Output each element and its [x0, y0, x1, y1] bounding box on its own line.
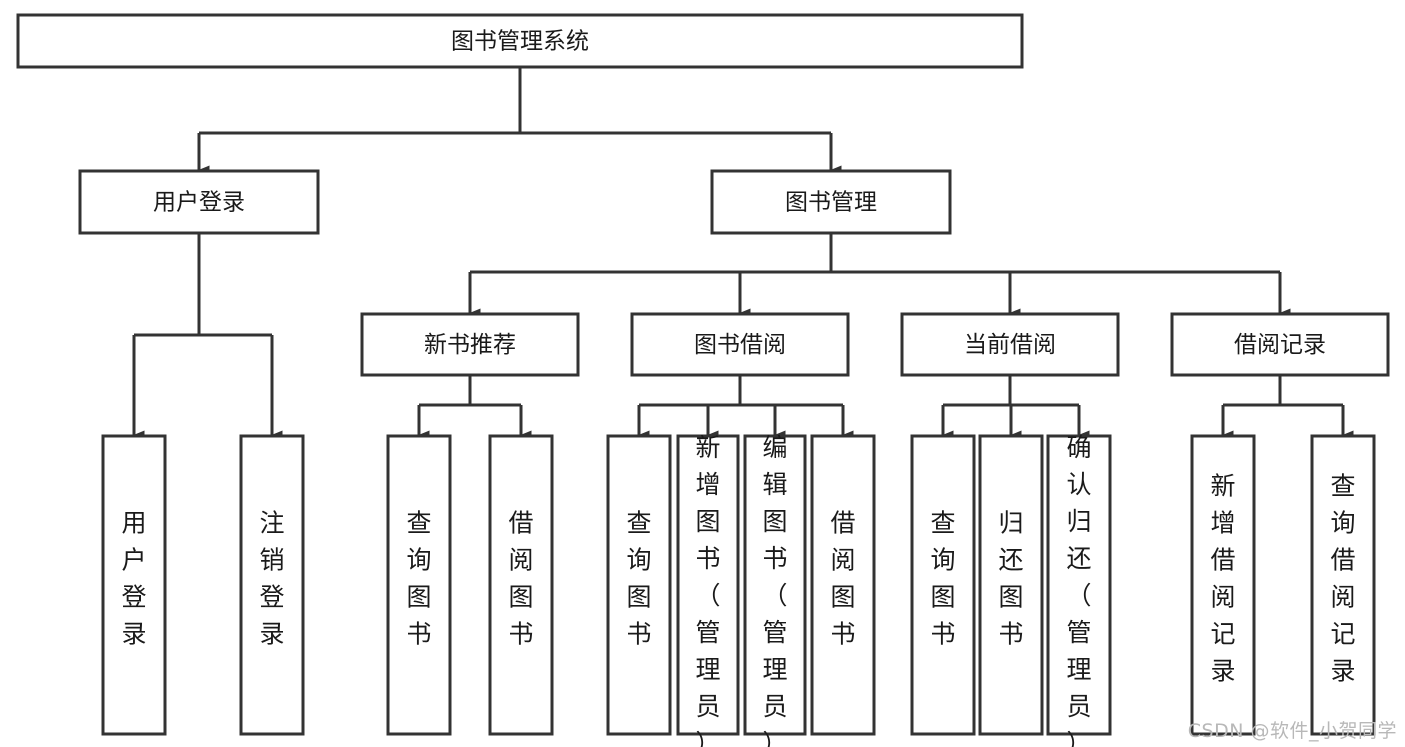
node-leaf-q-book-3[interactable]: 查询图书	[910, 434, 976, 736]
node-label-vertical: 查询图书	[626, 509, 651, 649]
node-leaf-query-log[interactable]: 查询借阅记录	[1310, 434, 1376, 736]
node-box	[386, 434, 452, 736]
node-box	[1190, 434, 1256, 736]
node-user-login[interactable]: 用户登录	[78, 169, 320, 235]
node-box	[810, 434, 876, 736]
edge-group-root	[197, 67, 842, 175]
node-box	[1310, 434, 1376, 736]
node-root[interactable]: 图书管理系统	[16, 13, 1024, 69]
edge-group-cur_borrow	[941, 375, 1090, 440]
node-leaf-borrow-book-2[interactable]: 借阅图书	[810, 434, 876, 736]
node-leaf-confirm-ret[interactable]: 确认归还（管理员）	[1046, 433, 1112, 747]
node-leaf-edit-book[interactable]: 编辑图书（管理员）	[743, 433, 807, 747]
node-book-borrow[interactable]: 图书借阅	[630, 312, 850, 377]
node-box	[360, 312, 580, 377]
node-box	[910, 434, 976, 736]
edge-layer	[132, 67, 1354, 440]
node-label-vertical: 借阅图书	[830, 509, 855, 649]
node-label-vertical: 查询图书	[406, 509, 431, 649]
node-label: 图书借阅	[694, 332, 786, 358]
edge-group-book_manage	[468, 233, 1291, 318]
node-label-vertical: 用户登录	[121, 509, 146, 649]
node-label: 借阅记录	[1234, 332, 1326, 358]
node-leaf-user-login[interactable]: 用户登录	[101, 434, 167, 736]
node-box	[78, 169, 320, 235]
node-label: 用户登录	[153, 190, 245, 216]
node-cur-borrow[interactable]: 当前借阅	[900, 312, 1120, 377]
node-box	[101, 434, 167, 736]
node-label-vertical: 查询图书	[930, 509, 955, 649]
node-label: 新书推荐	[424, 332, 516, 358]
node-label-vertical: 归还图书	[998, 509, 1023, 649]
edge-group-new_book_rec	[417, 375, 532, 440]
node-box	[1170, 312, 1390, 377]
node-label-vertical: 查询借阅记录	[1330, 472, 1355, 686]
node-leaf-add-log[interactable]: 新增借阅记录	[1190, 434, 1256, 736]
edge-group-user_login	[132, 233, 283, 440]
node-box	[630, 312, 850, 377]
node-box	[978, 434, 1044, 736]
node-label-vertical: 注销登录	[259, 509, 284, 649]
node-leaf-user-logout[interactable]: 注销登录	[239, 434, 305, 736]
node-leaf-add-book[interactable]: 新增图书（管理员）	[676, 433, 740, 747]
node-box	[16, 13, 1024, 69]
node-leaf-return-book[interactable]: 归还图书	[978, 434, 1044, 736]
node-borrow-log[interactable]: 借阅记录	[1170, 312, 1390, 377]
node-leaf-borrow-book-1[interactable]: 借阅图书	[488, 434, 554, 736]
node-new-book-rec[interactable]: 新书推荐	[360, 312, 580, 377]
edge-group-borrow_log	[1221, 375, 1354, 440]
node-box	[488, 434, 554, 736]
node-label: 图书管理	[785, 190, 877, 216]
node-leaf-q-book-2[interactable]: 查询图书	[606, 434, 672, 736]
node-box	[900, 312, 1120, 377]
node-label-vertical: 确认归还（管理员）	[1066, 433, 1091, 747]
node-book-manage[interactable]: 图书管理	[710, 169, 952, 235]
node-label-vertical: 新增图书（管理员）	[695, 433, 720, 747]
node-label: 当前借阅	[964, 332, 1056, 358]
edge-group-book_borrow	[637, 375, 854, 440]
node-box	[710, 169, 952, 235]
node-label-vertical: 编辑图书（管理员）	[762, 433, 787, 747]
node-layer: 图书管理系统用户登录图书管理新书推荐图书借阅当前借阅借阅记录用户登录注销登录查询…	[16, 13, 1390, 747]
node-label-vertical: 借阅图书	[508, 509, 533, 649]
node-label-vertical: 新增借阅记录	[1210, 472, 1235, 686]
node-label: 图书管理系统	[451, 29, 589, 55]
node-box	[1046, 434, 1112, 736]
node-box	[676, 434, 740, 736]
node-leaf-q-book-1[interactable]: 查询图书	[386, 434, 452, 736]
node-box	[606, 434, 672, 736]
node-box	[239, 434, 305, 736]
node-box	[743, 434, 807, 736]
